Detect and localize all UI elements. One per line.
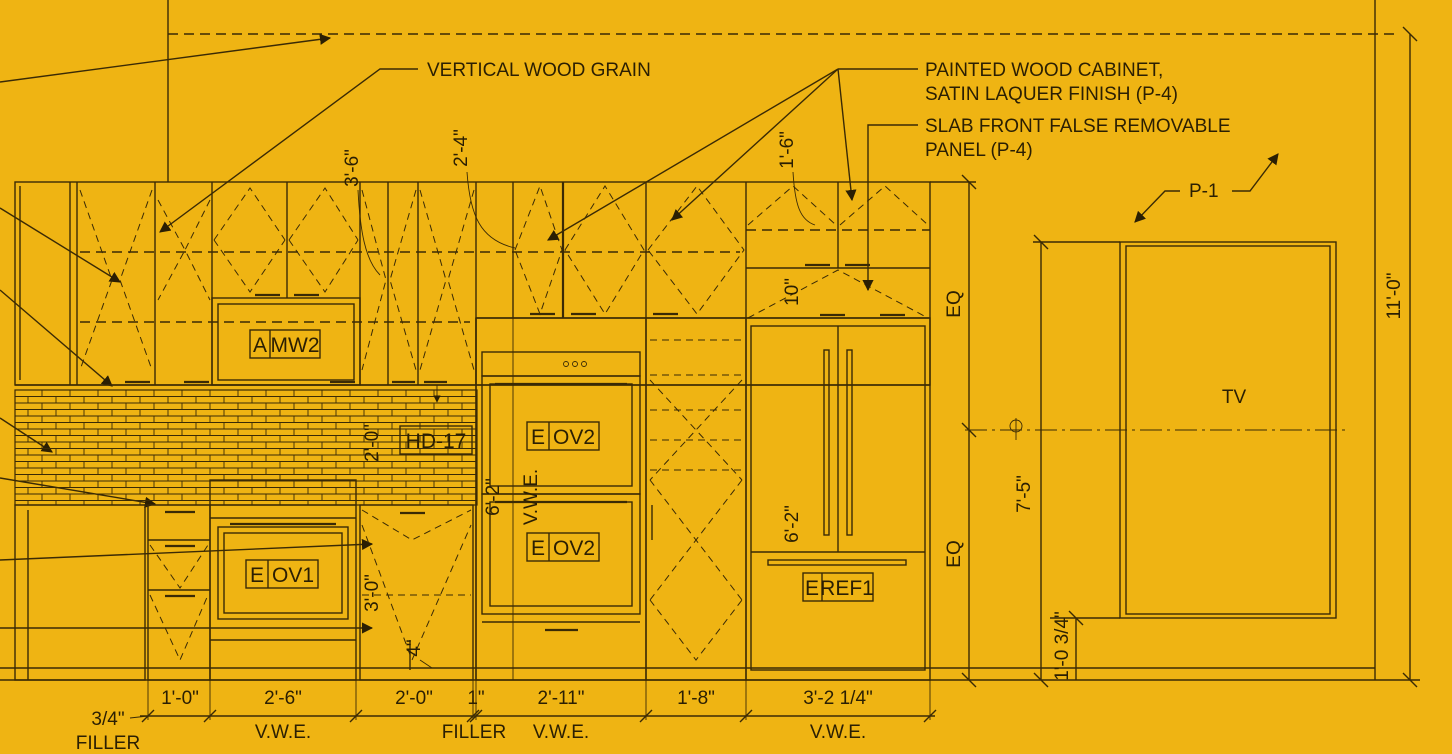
horizontal-dimensions: 1'-0" 2'-6" 2'-0" 1" 2'-11" 1'-8" 3'-2 1… <box>140 680 937 723</box>
svg-text:1": 1" <box>467 688 484 709</box>
svg-text:REF1: REF1 <box>820 577 874 600</box>
oven-tower <box>475 317 647 681</box>
vertical-dimensions: 3'-6" 2'-4" 1'-6" 10" 2'-0" 6'-2" V.W.E.… <box>342 26 1418 688</box>
svg-text:6'-2": 6'-2" <box>782 505 803 543</box>
note-vertical-wood-grain: VERTICAL WOOD GRAIN <box>159 60 651 233</box>
svg-text:1'-0": 1'-0" <box>161 688 199 709</box>
svg-text:EQ: EQ <box>944 290 965 317</box>
tag-oven-lower: E OV2 <box>526 532 600 562</box>
svg-text:1'-6": 1'-6" <box>777 131 798 169</box>
tag-oven-upper: E OV2 <box>526 421 600 451</box>
svg-text:11'-0": 11'-0" <box>1384 273 1405 320</box>
svg-text:3'-2 1/4": 3'-2 1/4" <box>803 688 873 709</box>
tv-label: TV <box>1222 387 1247 408</box>
svg-text:2'-0": 2'-0" <box>362 424 383 462</box>
svg-text:3'-0": 3'-0" <box>362 574 383 612</box>
svg-text:SATIN LAQUER FINISH (P-4): SATIN LAQUER FINISH (P-4) <box>925 84 1178 105</box>
tag-hood: HD-17 <box>399 425 473 455</box>
svg-text:V.W.E.: V.W.E. <box>521 469 542 525</box>
svg-text:10": 10" <box>782 278 803 306</box>
svg-text:2'-6": 2'-6" <box>264 688 302 709</box>
svg-text:VERTICAL WOOD GRAIN: VERTICAL WOOD GRAIN <box>427 60 651 81</box>
svg-text:2'-11": 2'-11" <box>538 688 585 709</box>
tag-microwave: A MW2 <box>249 329 321 359</box>
tall-cabinet <box>645 317 747 681</box>
svg-text:FILLER: FILLER <box>76 733 140 754</box>
svg-text:7'-5": 7'-5" <box>1014 475 1035 513</box>
svg-text:3'-6": 3'-6" <box>342 149 363 187</box>
svg-text:OV2: OV2 <box>553 537 595 560</box>
centerline: CL <box>965 418 1350 440</box>
svg-text:FILLER: FILLER <box>442 722 506 743</box>
svg-text:HD-17: HD-17 <box>406 430 467 453</box>
svg-text:P-1: P-1 <box>1189 181 1219 202</box>
svg-text:3/4": 3/4" <box>91 709 124 730</box>
note-slab-panel: SLAB FRONT FALSE REMOVABLE PANEL (P-4) <box>862 116 1231 292</box>
svg-text:6'-2": 6'-2" <box>483 478 504 516</box>
tag-range-oven: E OV1 <box>245 559 319 589</box>
svg-text:2'-4": 2'-4" <box>451 129 472 167</box>
svg-text:V.W.E.: V.W.E. <box>255 722 311 743</box>
svg-text:PAINTED WOOD CABINET,: PAINTED WOOD CABINET, <box>925 60 1163 81</box>
svg-text:V.W.E.: V.W.E. <box>810 722 866 743</box>
svg-text:SLAB FRONT FALSE REMOVABLE: SLAB FRONT FALSE REMOVABLE <box>925 116 1231 137</box>
svg-text:V.W.E.: V.W.E. <box>533 722 589 743</box>
note-painted-cabinet: PAINTED WOOD CABINET, SATIN LAQUER FINIS… <box>547 60 1178 241</box>
svg-text:1'-0 3/4": 1'-0 3/4" <box>1052 611 1073 681</box>
svg-text:MW2: MW2 <box>271 334 320 357</box>
svg-text:E: E <box>531 426 545 449</box>
svg-text:E: E <box>531 537 545 560</box>
svg-text:4": 4" <box>404 639 425 656</box>
svg-text:PANEL (P-4): PANEL (P-4) <box>925 140 1033 161</box>
svg-text:1'-8": 1'-8" <box>677 688 715 709</box>
svg-text:A: A <box>253 334 267 357</box>
base-cabinets <box>14 318 477 681</box>
refrigerator <box>745 317 931 681</box>
svg-text:OV1: OV1 <box>272 564 314 587</box>
svg-text:EQ: EQ <box>944 540 965 567</box>
svg-text:OV2: OV2 <box>553 426 595 449</box>
tag-fridge: E REF1 <box>802 572 874 602</box>
svg-text:2'-0": 2'-0" <box>395 688 433 709</box>
svg-text:E: E <box>250 564 264 587</box>
note-paint-p1: P-1 <box>1134 153 1279 223</box>
upper-cabinets <box>14 181 931 386</box>
bottom-labels: 3/4" FILLER V.W.E. FILLER V.W.E. V.W.E. <box>76 709 866 754</box>
svg-text:E: E <box>805 577 819 600</box>
